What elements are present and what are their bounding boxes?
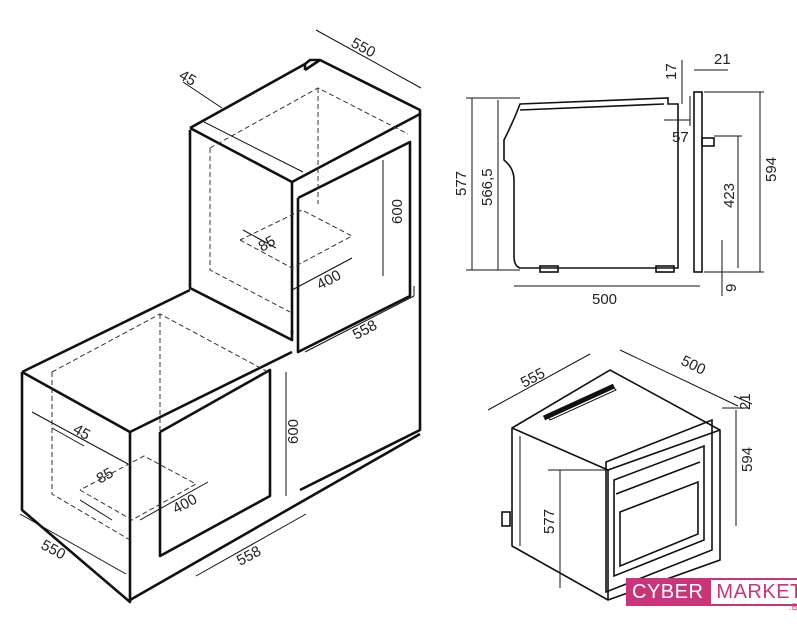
logo-suffix: .BY	[788, 602, 797, 612]
side-panel-thickness-label: 21	[714, 51, 731, 68]
side-body-height-label: 566,5	[479, 168, 496, 206]
upper-depth-label: 558	[350, 317, 380, 344]
upper-opening-depth-label: 400	[314, 267, 344, 294]
side-overall-height-label: 577	[453, 171, 470, 196]
iso-depth-label: 500	[678, 352, 708, 378]
lower-opening-depth-label: 400	[170, 491, 200, 518]
lower-height-label: 600	[285, 419, 302, 444]
side-foot-to-knob-label: 423	[721, 183, 738, 208]
side-depth-label: 500	[592, 291, 617, 308]
side-panel-top-label: 17	[663, 63, 680, 80]
lower-depth-label: 558	[234, 543, 264, 570]
lower-width-label: 550	[38, 537, 68, 564]
side-front-height-label: 594	[763, 157, 780, 182]
logo-part-market-text: MARKET	[716, 581, 797, 603]
upper-rear-gap-label: 45	[176, 67, 199, 90]
lower-niche-drawing	[19, 288, 421, 604]
upper-width-label: 550	[348, 35, 378, 62]
cybermarket-logo: CYBER MARKET .BY	[626, 578, 797, 612]
logo-part-market: MARKET .BY	[709, 578, 797, 612]
upper-height-label: 600	[389, 199, 406, 224]
upper-opening-width-label: 85	[256, 232, 279, 255]
iso-front-height-label: 594	[739, 447, 756, 472]
logo-part-cyber: CYBER	[626, 578, 710, 606]
iso-body-height-label: 577	[541, 509, 558, 534]
iso-width-label: 555	[518, 365, 548, 392]
side-panel-offset-label: 57	[672, 129, 689, 146]
side-view-drawing	[466, 60, 764, 296]
lower-rear-gap-label: 45	[70, 421, 93, 444]
iso-panel-thickness-label: 21	[737, 393, 754, 410]
upper-niche-drawing	[182, 29, 422, 492]
lower-opening-width-label: 85	[94, 464, 117, 487]
side-foot-height-label: 9	[723, 284, 740, 292]
iso-oven-drawing	[487, 349, 753, 601]
